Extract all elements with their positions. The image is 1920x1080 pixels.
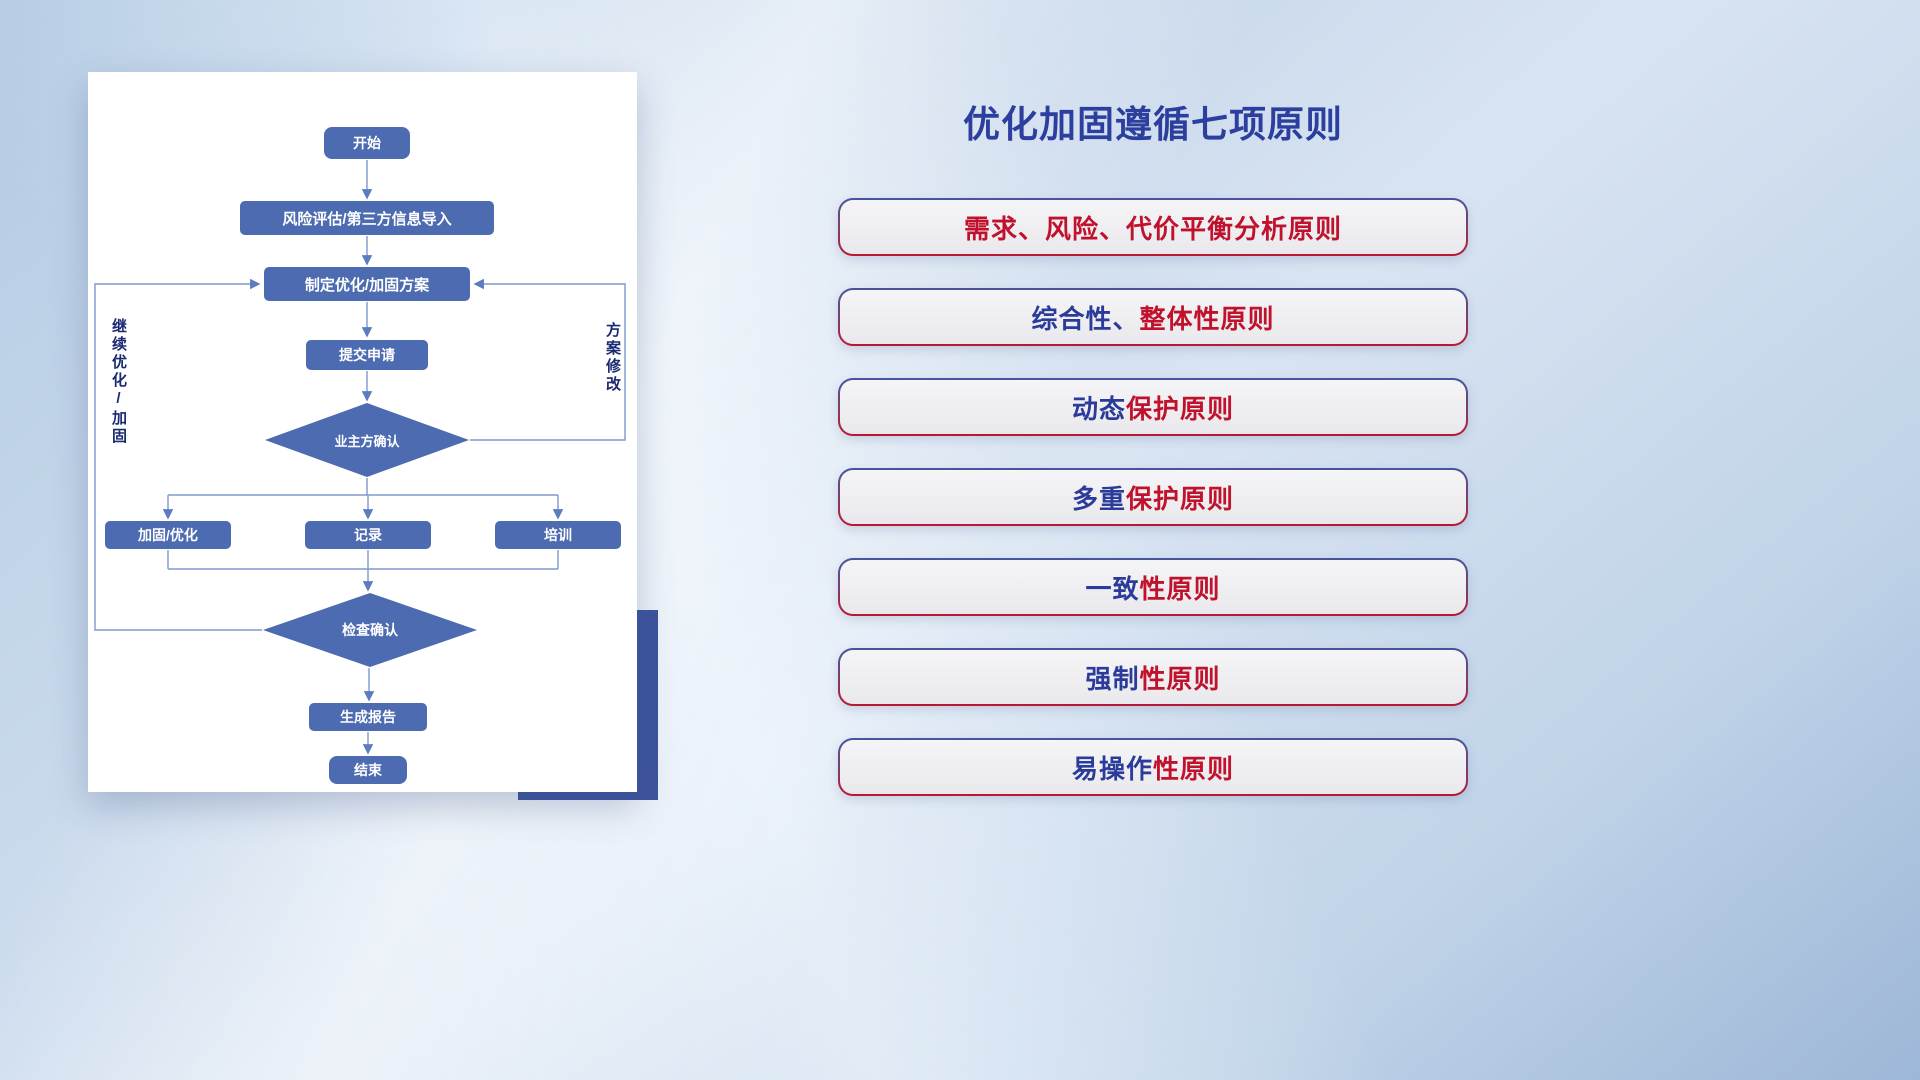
flow-node-submit-request: 提交申请 [306,340,428,370]
principle-7-highlight: 易操作 [1071,753,1153,784]
principle-text-2: 综合性、 整体性原则 [840,290,1466,344]
principle-4-text: 保护原则 [1126,483,1235,514]
principle-1-text: 需求、风险、代价平衡分析原则 [963,213,1342,244]
flow-node-make-plan: 制定优化/加固方案 [264,267,470,301]
principle-6-highlight: 强制 [1085,663,1140,694]
principle-text-5: 一致 性原则 [840,560,1466,614]
principle-5-text: 性原则 [1139,573,1221,604]
principle-text-6: 强制 性原则 [840,650,1466,704]
flow-node-generate-report: 生成报告 [309,703,427,731]
principle-text-3: 动态 保护原则 [840,380,1466,434]
principle-box-2: 综合性、 整体性原则 [838,288,1468,346]
principle-7-text: 性原则 [1153,753,1235,784]
principle-3-text: 保护原则 [1126,393,1235,424]
flow-loop-label-plan-modify: 方案修改 [604,322,621,394]
principle-box-3: 动态 保护原则 [838,378,1468,436]
flowchart-connectors [94,160,626,755]
principle-text-1: 需求、风险、代价平衡分析原则 [840,200,1466,254]
principle-text-4: 多重 保护原则 [840,470,1466,524]
flow-node-risk-assessment: 风险评估/第三方信息导入 [240,201,494,235]
page-title: 优化加固遵循七项原则 [963,104,1343,145]
flow-node-record: 记录 [305,521,431,549]
principle-box-6: 强制 性原则 [838,648,1468,706]
principle-text-7: 易操作 性原则 [840,740,1466,794]
principle-box-5: 一致 性原则 [838,558,1468,616]
principle-box-1: 需求、风险、代价平衡分析原则 [838,198,1468,256]
flow-loop-label-continue-optimize: 继续优化/加固 [110,318,127,446]
flow-node-start: 开始 [324,127,410,159]
principle-2-text: 整体性原则 [1139,303,1275,334]
flow-node-harden-optimize: 加固/优化 [105,521,231,549]
flow-node-end: 结束 [329,756,407,784]
flow-node-training: 培训 [495,521,621,549]
flowchart-card: 开始 风险评估/第三方信息导入 制定优化/加固方案 提交申请 业主方确认 加固/… [88,72,637,792]
principle-box-7: 易操作 性原则 [838,738,1468,796]
principle-3-highlight: 动态 [1071,393,1126,424]
principles-list: 需求、风险、代价平衡分析原则 综合性、 整体性原则 动态 保护原则 多重 保护原… [838,198,1468,796]
principle-5-highlight: 一致 [1085,573,1140,604]
principle-6-text: 性原则 [1139,663,1221,694]
principle-4-highlight: 多重 [1071,483,1126,514]
principle-2-highlight: 综合性、 [1031,303,1140,334]
principle-box-4: 多重 保护原则 [838,468,1468,526]
